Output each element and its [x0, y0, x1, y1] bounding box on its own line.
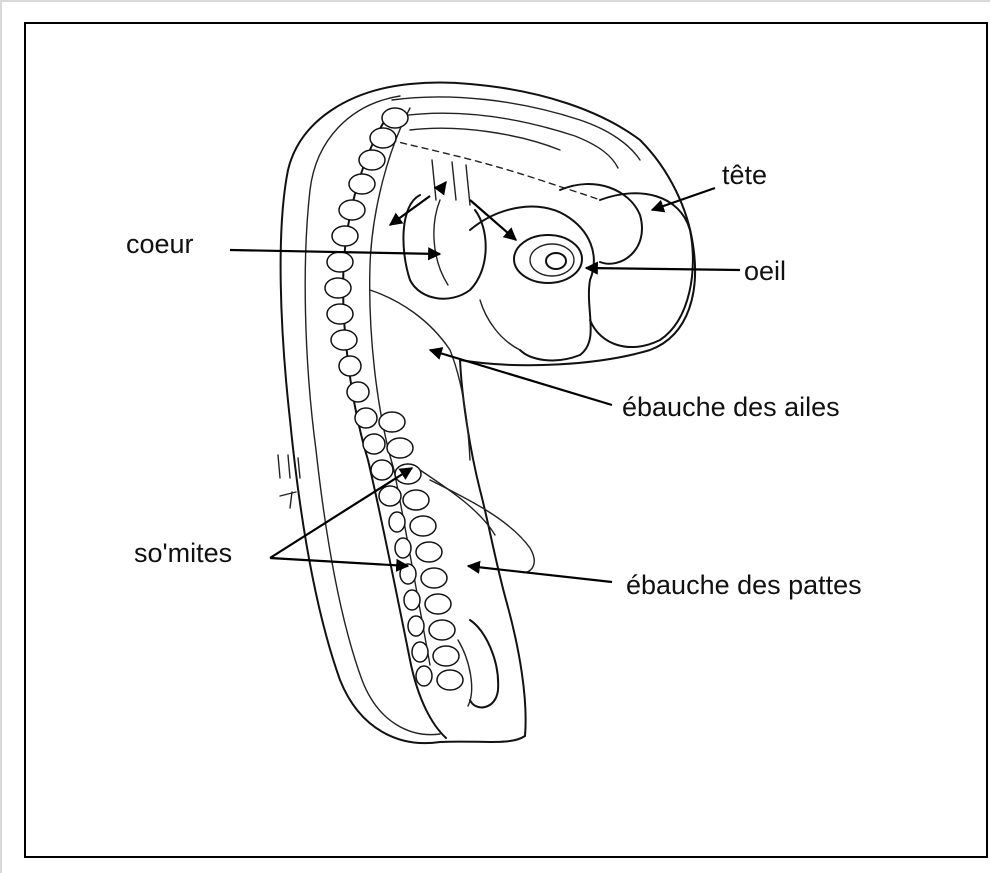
somite-segment-paired: [433, 646, 459, 666]
label-oeil: oeil: [744, 256, 786, 286]
heart-arrow-left: [390, 196, 430, 225]
somite-segment: [379, 486, 401, 506]
somite-segment: [327, 252, 353, 272]
leader-somites-upper: [270, 468, 412, 558]
somite-segment: [325, 278, 351, 298]
somite-segment: [389, 512, 405, 532]
somite-segment: [408, 616, 424, 636]
somite-segment-paired: [410, 516, 436, 536]
somite-segment: [339, 200, 365, 220]
somite-segment: [327, 304, 353, 324]
eye-drawing: [514, 235, 582, 283]
somite-segment: [416, 666, 432, 686]
heart-outline: [403, 195, 485, 299]
leader-pattes: [468, 566, 612, 582]
aortic-arch-2: [452, 162, 456, 200]
heart-arrow-up: [440, 182, 446, 190]
somite-segment: [370, 128, 396, 148]
eye-pupil: [546, 253, 566, 269]
label-somites: so'mites: [134, 538, 232, 568]
somite-segment: [339, 356, 361, 376]
somite-segment-paired: [379, 412, 405, 432]
aortic-arch-1: [432, 160, 436, 200]
somite-segment-paired: [416, 542, 442, 562]
somite-segment-paired: [429, 620, 455, 640]
leg-bud-curve: [430, 480, 534, 573]
somite-segment: [331, 330, 357, 350]
somite-segment: [332, 226, 358, 246]
somite-segment: [355, 408, 377, 428]
somite-segment-paired: [395, 464, 421, 484]
brain-vesicle-hindbrain: [470, 207, 594, 361]
head-fold-3: [410, 128, 560, 150]
head-dashed-line: [390, 140, 600, 200]
leader-oeil: [586, 268, 740, 270]
somite-segment: [412, 642, 428, 662]
heart-arrow-right: [470, 200, 516, 240]
somite-segment-paired: [403, 490, 429, 510]
somite-segment-paired: [387, 438, 413, 458]
brain-vesicle-midbrain: [560, 184, 642, 264]
tail-curl: [470, 620, 498, 707]
somite-segment: [382, 108, 408, 128]
leader-somites-lower: [270, 558, 408, 566]
brain-fold-line: [480, 300, 520, 350]
somite-segment: [349, 174, 375, 194]
somite-segment: [404, 590, 420, 610]
heart-inner-line: [434, 200, 448, 285]
label-ebauche-des-ailes: ébauche des ailes: [622, 392, 840, 422]
label-ebauche-des-pattes: ébauche des pattes: [626, 570, 862, 600]
label-coeur: coeur: [126, 229, 194, 259]
somite-segment: [400, 564, 416, 584]
label-tete: tête: [722, 160, 767, 190]
somite-segment: [359, 150, 385, 170]
somite-segment: [363, 434, 385, 454]
somite-column: [325, 108, 463, 690]
aortic-arch-3: [466, 165, 470, 205]
somite-segment-paired: [425, 594, 451, 614]
somite-segment-paired: [421, 568, 447, 588]
somite-segment: [347, 382, 369, 402]
leader-ailes: [430, 350, 612, 405]
eye-middle: [530, 244, 574, 276]
somite-segment-paired: [437, 670, 463, 690]
somite-segment: [371, 460, 393, 480]
somite-segment: [395, 538, 411, 558]
stray-mark-2: [280, 492, 296, 508]
